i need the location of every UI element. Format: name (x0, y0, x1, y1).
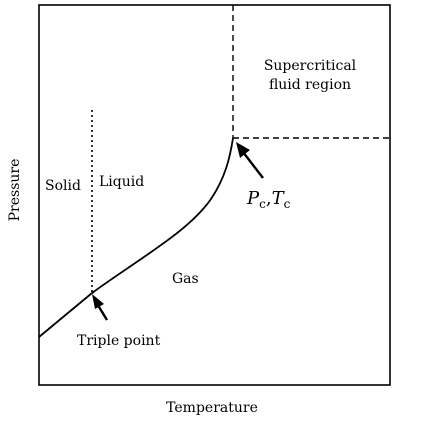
critical-pressure-symbol: P (246, 188, 260, 209)
plot-frame (38, 4, 391, 386)
label-gas: Gas (172, 271, 199, 287)
label-solid: Solid (45, 178, 81, 194)
critical-temperature-symbol: T (272, 188, 286, 209)
coexistence-curve (38, 137, 234, 338)
x-axis-label: Temperature (166, 400, 258, 416)
critical-point-separator: , (266, 188, 272, 209)
label-supercritical-line2: fluid region (269, 77, 351, 93)
triple-point-arrow (92, 294, 109, 321)
critical-point-arrow (236, 142, 264, 179)
critical-pressure-subscript: c (259, 197, 266, 211)
label-triple-point: Triple point (77, 333, 161, 349)
critical-temperature-subscript: c (284, 197, 291, 211)
label-supercritical-line1: Supercritical (264, 58, 357, 74)
y-axis-label: Pressure (7, 159, 23, 222)
label-critical-point: Pc,Tc (246, 188, 291, 211)
label-liquid: Liquid (99, 174, 144, 190)
